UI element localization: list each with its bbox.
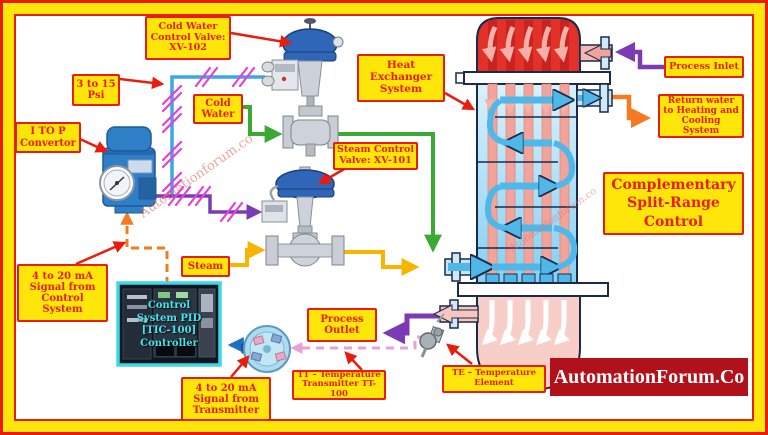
process-outlet-pipe bbox=[382, 313, 448, 345]
label-signal-from-transmitter: 4 to 20 mA Signal from Transmitter bbox=[181, 377, 271, 422]
cold-water-pipe bbox=[243, 105, 442, 253]
signal-line-control-to-ip bbox=[120, 211, 169, 285]
label-heat-exchanger-system: Heat Exchanger System bbox=[357, 54, 445, 102]
temperature-element-graphic bbox=[419, 313, 445, 358]
label-cold-water-control-valve: Cold Water Control Valve: XV-102 bbox=[145, 16, 231, 60]
label-process-inlet: Process Inlet bbox=[664, 56, 744, 78]
pneumatic-line-cold-water bbox=[170, 75, 265, 196]
signal-line-te-to-tt bbox=[290, 335, 425, 354]
process-inlet-pipe bbox=[614, 41, 664, 70]
label-process-outlet: Process Outlet bbox=[307, 308, 377, 342]
steam-pipe bbox=[230, 241, 420, 276]
label-pressure-range: 3 to 15 Psi bbox=[72, 74, 120, 106]
cold-water-control-valve-graphic bbox=[261, 18, 344, 157]
label-te-element: TE – Temperature Element bbox=[442, 365, 546, 393]
steam-control-valve-graphic bbox=[261, 166, 345, 267]
pointer-arrows bbox=[75, 31, 476, 378]
brand-logo: AutomationForum.Co bbox=[550, 358, 748, 396]
label-i-to-p-convertor: I TO P Convertor bbox=[15, 122, 81, 153]
label-signal-from-control-system: 4 to 20 mA Signal from Control System bbox=[17, 264, 108, 322]
controller-panel-graphic bbox=[116, 281, 222, 367]
temperature-transmitter-graphic bbox=[241, 325, 291, 373]
label-steam: Steam bbox=[181, 256, 230, 277]
pneumatic-slash-marks bbox=[161, 66, 256, 223]
label-steam-control-valve: Steam Control Valve: XV-101 bbox=[333, 142, 418, 170]
controller-panel-caption: Control System PID [TIC-100] Controller bbox=[136, 300, 202, 349]
return-water-pipe bbox=[610, 94, 652, 129]
label-return-water: Return water to Heating and Cooling Syst… bbox=[658, 94, 744, 138]
i-to-p-convertor-graphic bbox=[99, 126, 157, 214]
label-tt-transmitter: TT – Temperature Transmitter TT-100 bbox=[292, 370, 386, 400]
label-cold-water: Cold Water bbox=[193, 94, 243, 124]
label-title: Complementary Split-Range Control bbox=[603, 172, 744, 235]
